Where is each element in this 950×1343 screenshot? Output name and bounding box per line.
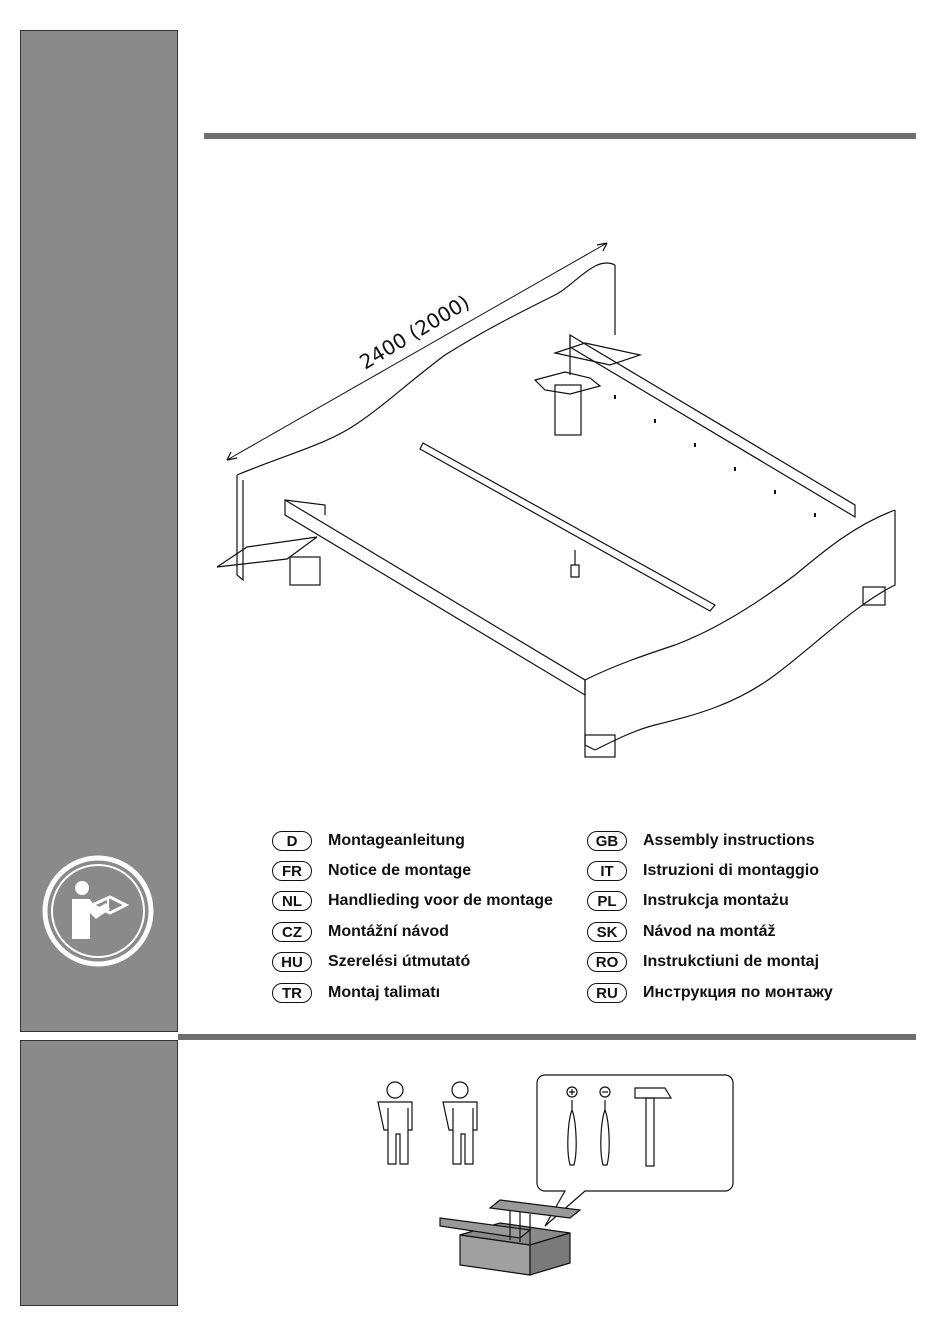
lang-row-it: IT Istruzioni di montaggio: [587, 859, 819, 883]
lang-code: RU: [587, 983, 627, 1003]
read-manual-icon: [42, 855, 154, 967]
bed-frame-illustration: 2400 (2000): [215, 235, 905, 765]
hammer-icon: [635, 1088, 671, 1166]
lang-code: NL: [272, 891, 312, 911]
lang-code: IT: [587, 861, 627, 881]
lang-row-d: D Montageanleitung: [272, 829, 465, 853]
lang-row-hu: HU Szerelési útmutató: [272, 950, 470, 974]
lang-code: HU: [272, 952, 312, 972]
lang-code: TR: [272, 983, 312, 1003]
lang-title: Montaj talimatı: [328, 984, 440, 1002]
lang-code: CZ: [272, 922, 312, 942]
lang-code: PL: [587, 891, 627, 911]
dimension-label: 2400 (2000): [355, 290, 473, 374]
lang-row-gb: GB Assembly instructions: [587, 829, 815, 853]
lang-title: Инструкция по монтажу: [643, 984, 833, 1002]
people-and-tools-illustration: [360, 1070, 740, 1285]
lang-code: FR: [272, 861, 312, 881]
lang-code: SK: [587, 922, 627, 942]
sidebar-panel-bottom: [20, 1040, 178, 1306]
lang-title: Návod na montáž: [643, 923, 775, 941]
person-icon: [378, 1082, 412, 1164]
lang-code: GB: [587, 831, 627, 851]
flat-screwdriver-icon: [600, 1087, 610, 1165]
toolbox-icon: [440, 1200, 580, 1275]
lang-code: D: [272, 831, 312, 851]
lang-row-ru: RU Инструкция по монтажу: [587, 981, 833, 1005]
lang-row-ro: RO Instrukctiuni de montaj: [587, 950, 819, 974]
lang-title: Handlieding voor de montage: [328, 892, 553, 910]
lang-code: RO: [587, 952, 627, 972]
phillips-screwdriver-icon: [567, 1087, 577, 1165]
lang-title: Assembly instructions: [643, 832, 815, 850]
lang-title: Montageanleitung: [328, 832, 465, 850]
lang-title: Montážní návod: [328, 923, 449, 941]
lang-row-cz: CZ Montážní návod: [272, 920, 449, 944]
section-divider: [178, 1034, 916, 1040]
lang-title: Szerelési útmutató: [328, 953, 470, 971]
person-icon: [443, 1082, 477, 1164]
lang-row-pl: PL Instrukcja montażu: [587, 889, 789, 913]
lang-title: Istruzioni di montaggio: [643, 862, 819, 880]
lang-row-nl: NL Handlieding voor de montage: [272, 889, 553, 913]
lang-row-fr: FR Notice de montage: [272, 859, 471, 883]
header-rule: [204, 133, 916, 139]
lang-title: Notice de montage: [328, 862, 471, 880]
lang-title: Instrukcja montażu: [643, 892, 789, 910]
lang-row-tr: TR Montaj talimatı: [272, 981, 440, 1005]
lang-row-sk: SK Návod na montáž: [587, 920, 775, 944]
lang-title: Instrukctiuni de montaj: [643, 953, 819, 971]
